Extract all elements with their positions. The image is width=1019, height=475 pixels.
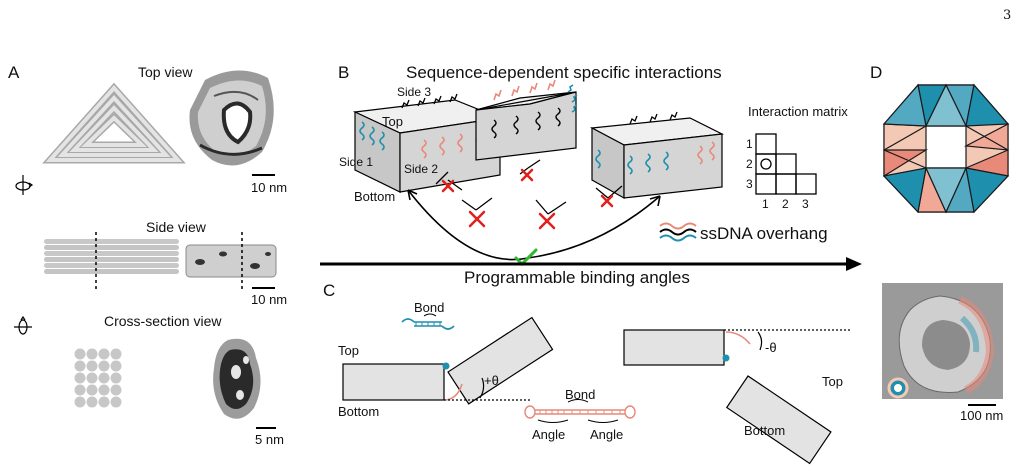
scale-label-side: 10 nm bbox=[251, 292, 288, 307]
legend-overhang-lines bbox=[659, 222, 697, 242]
top-left-label: Top bbox=[338, 343, 359, 358]
binding-right bbox=[623, 329, 852, 465]
matrix-col-2: 2 bbox=[782, 197, 789, 211]
bottom-left-label: Bottom bbox=[338, 404, 380, 419]
matrix-row-3: 3 bbox=[746, 177, 753, 191]
matrix-col-1: 1 bbox=[762, 197, 769, 211]
cross-section-view-label: Cross-section view bbox=[104, 313, 222, 329]
curved-pairing-arrow bbox=[407, 189, 661, 261]
matrix-row-1: 1 bbox=[746, 137, 753, 151]
em-density-side-view bbox=[185, 232, 277, 290]
side2-label: Side 2 bbox=[404, 162, 439, 176]
angle-left-label: Angle bbox=[532, 427, 566, 442]
interaction-matrix bbox=[755, 133, 817, 195]
side1-label: Side 1 bbox=[339, 155, 374, 169]
main-arrow-head bbox=[846, 257, 862, 271]
panel-c-letter: C bbox=[323, 281, 336, 300]
em-density-top-view bbox=[189, 70, 274, 166]
page-number: 3 bbox=[1003, 8, 1012, 23]
panel-b-title: Sequence-dependent specific interactions bbox=[406, 63, 722, 82]
prism-left bbox=[352, 93, 503, 193]
bond-diagram-bottom bbox=[524, 399, 636, 423]
rotate-axis-icon-2 bbox=[14, 315, 32, 335]
interaction-matrix-title: Interaction matrix bbox=[748, 104, 848, 119]
bottom-right-label: Bottom bbox=[744, 423, 786, 438]
rotate-axis-icon-1 bbox=[15, 175, 34, 195]
side3-label: Side 3 bbox=[397, 85, 432, 99]
panel-b-letter: B bbox=[338, 63, 350, 82]
scale-label-top: 10 nm bbox=[251, 180, 288, 195]
scale-label-d: 100 nm bbox=[960, 408, 1004, 423]
x-marks bbox=[441, 168, 614, 230]
nested-triangle-rods bbox=[42, 82, 186, 164]
ring-assembly bbox=[882, 83, 1010, 214]
interaction-arrows bbox=[435, 159, 623, 215]
side-view-rods bbox=[44, 232, 179, 290]
side-view-label: Side view bbox=[146, 219, 206, 235]
prism-middle bbox=[475, 79, 578, 161]
cross-section-circles bbox=[74, 348, 122, 408]
binding-left bbox=[342, 316, 554, 405]
top-view-label: Top view bbox=[138, 64, 193, 80]
matrix-row-2: 2 bbox=[746, 157, 753, 171]
top-right-label: Top bbox=[822, 374, 843, 389]
plus-theta-label: +θ bbox=[484, 373, 499, 388]
prism-right bbox=[589, 111, 725, 200]
em-micrograph bbox=[882, 283, 1003, 399]
bond-label-top: Bond bbox=[414, 300, 445, 315]
bond-label-bottom: Bond bbox=[565, 387, 596, 402]
bottom-face-label: Bottom bbox=[354, 189, 396, 204]
bond-diagram-top bbox=[401, 313, 455, 330]
panel-d-letter: D bbox=[870, 63, 883, 82]
matrix-col-3: 3 bbox=[802, 197, 809, 211]
scale-label-cross: 5 nm bbox=[255, 432, 284, 447]
panel-a-letter: A bbox=[8, 63, 20, 82]
top-face-label: Top bbox=[382, 114, 403, 129]
em-density-cross-section bbox=[213, 338, 261, 419]
panel-c-title: Programmable binding angles bbox=[464, 268, 690, 287]
legend-ssdna-label: ssDNA overhang bbox=[700, 224, 828, 243]
minus-theta-label: -θ bbox=[765, 340, 777, 355]
angle-right-label: Angle bbox=[590, 427, 624, 442]
